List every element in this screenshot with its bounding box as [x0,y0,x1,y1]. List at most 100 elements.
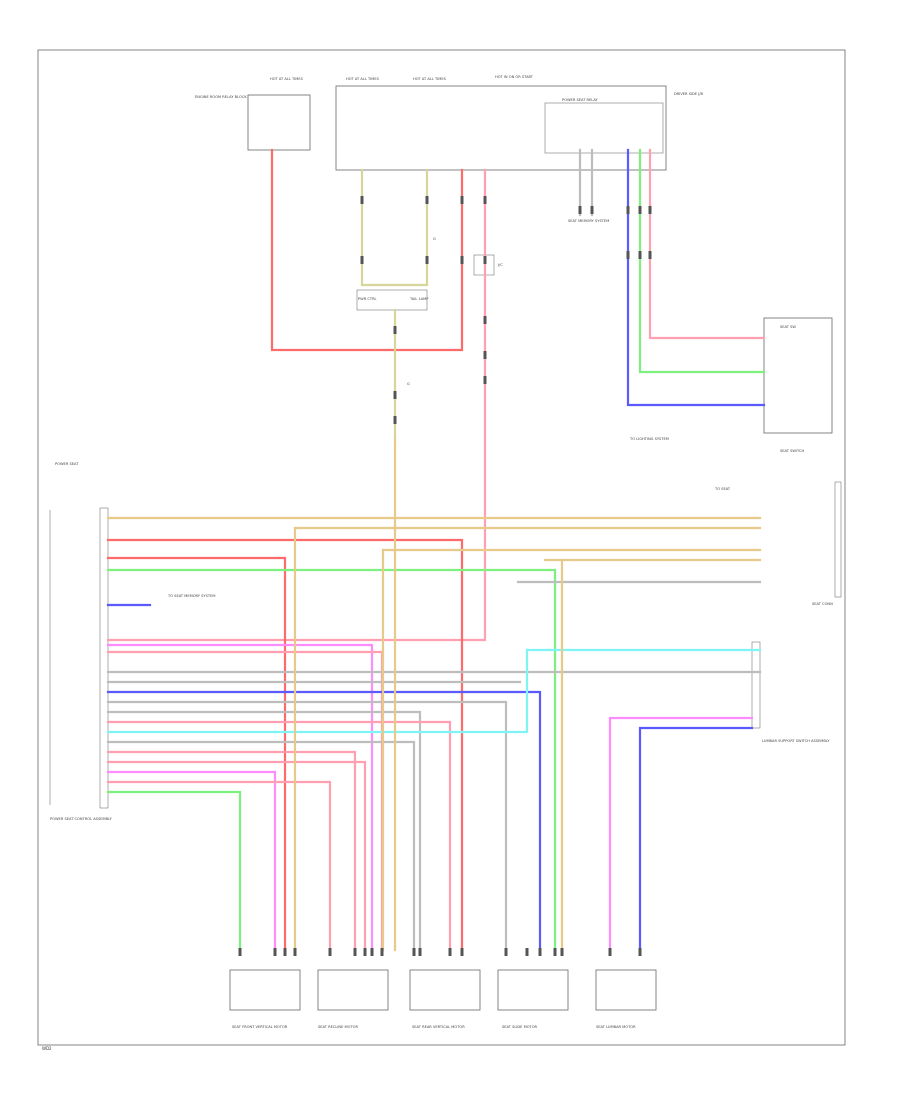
motor-slide [497,969,569,1011]
wire-24 [106,690,542,952]
motor-caption-4: SEAT SLIDE MOTOR [502,1025,538,1029]
module-caption: POWER SEAT CONTROL ASSEMBLY [50,817,113,821]
connector-pin [448,948,452,956]
wire-4 [106,168,487,642]
connector-pin [638,251,642,259]
splice-box [356,289,428,311]
connector-pin [460,196,464,204]
wire-20 [106,650,384,952]
wire-39 [608,716,754,952]
motor-recline [317,969,389,1011]
lumbar-caption: LUMBAR SUPPORT SWITCH ASSEMBLY [762,739,830,743]
switch-label: SEAT SW [780,325,796,329]
connector-pin [483,376,487,384]
motor-front-vertical [229,969,301,1011]
connector-pin [393,416,397,424]
connector-pin [538,948,542,956]
connector-markers [238,196,652,956]
connector-pin [460,948,464,956]
right-block-label: DRIVER SIDE J/B [674,92,703,96]
wire-30 [106,750,357,952]
connector-pin [360,256,364,264]
power-seat-relay-box [544,102,664,154]
connector-pin [283,948,287,956]
connector-pin [418,948,422,956]
connector-caption: SEAT CONN [812,602,833,606]
connector-pin [638,948,642,956]
connector-pin [626,251,630,259]
wire-29 [106,740,416,952]
wire-group [106,148,766,952]
connector-pin [648,206,652,214]
splice-label: J/C [497,263,503,267]
connector-pin [504,948,508,956]
wire-33 [106,780,332,952]
footer-code: WD2 [42,1046,52,1051]
wire-32 [106,770,277,952]
right-connector [834,481,842,598]
connector-pin [353,948,357,956]
wire-28 [106,648,529,734]
connector-pin [483,316,487,324]
connector-pin [380,948,384,956]
wire-25 [106,700,508,952]
connector-pin [425,196,429,204]
ground-caption: TO LIGHTING SYSTEM [629,437,669,441]
connector-pin [590,206,594,214]
wire-19 [106,643,374,952]
wire-9 [626,148,766,407]
connector-pin [483,196,487,204]
fuse-a-side-label: ENGINE ROOM RELAY BLOCK [195,95,247,99]
switch-caption: SEAT SWITCH [780,449,804,453]
bottom-right-tag: TAIL LAMP [409,297,429,301]
connector-pin [425,256,429,264]
connector-pin [412,948,416,956]
motor-caption-2: SEAT RECLINE MOTOR [318,1025,358,1029]
wire-12 [106,538,464,952]
fuse-b-label: HOT AT ALL TIMES [346,77,380,81]
connector-pin [553,948,557,956]
connector-pin [363,948,367,956]
connector-pin [626,206,630,214]
connector-pin [638,206,642,214]
connector-pin [483,256,487,264]
wire-27 [106,720,452,952]
wire-1 [270,148,464,352]
connector-pin [648,251,652,259]
fuse-box-a [247,94,311,151]
connector-pin [293,948,297,956]
left-mid-note: TO SEAT MEMORY SYSTEM [167,594,215,598]
wire-13 [106,556,287,952]
connector-pin [483,351,487,359]
motor-caption-1: SEAT FRONT VERTICAL MOTOR [232,1025,288,1029]
connector-pin [578,206,582,214]
connector-pin [525,948,529,956]
relay-label: POWER SEAT RELAY [562,98,599,102]
connector-pin [393,391,397,399]
motor-rear-vertical [409,969,481,1011]
connector-pin [608,948,612,956]
ground-b-label: G [407,382,410,386]
seat-switch-box [763,317,833,434]
diagram-frame [37,49,846,1046]
connector-pin [238,948,242,956]
connector-pin [370,948,374,956]
bottom-left-tag: PWR CTRL [358,297,377,301]
fuse-d-label: HOT IN ON OR START [495,75,534,79]
connector-pin [393,326,397,334]
wire-26 [106,710,422,952]
motor-lumbar [595,969,657,1011]
wire-8 [638,148,766,374]
fuse-c-label: HOT AT ALL TIMES [413,77,447,81]
lower-right-tag: SEAT MEMORY SYSTEM [568,219,609,223]
connector-pin [360,196,364,204]
wire-7 [648,148,766,340]
connector-pin [328,948,332,956]
connector-pin [460,256,464,264]
connector-pin [273,948,277,956]
wire-31 [106,760,367,952]
wire-16 [106,568,557,952]
wire-40 [638,726,754,952]
motor-caption-5: SEAT LUMBAR MOTOR [596,1025,636,1029]
